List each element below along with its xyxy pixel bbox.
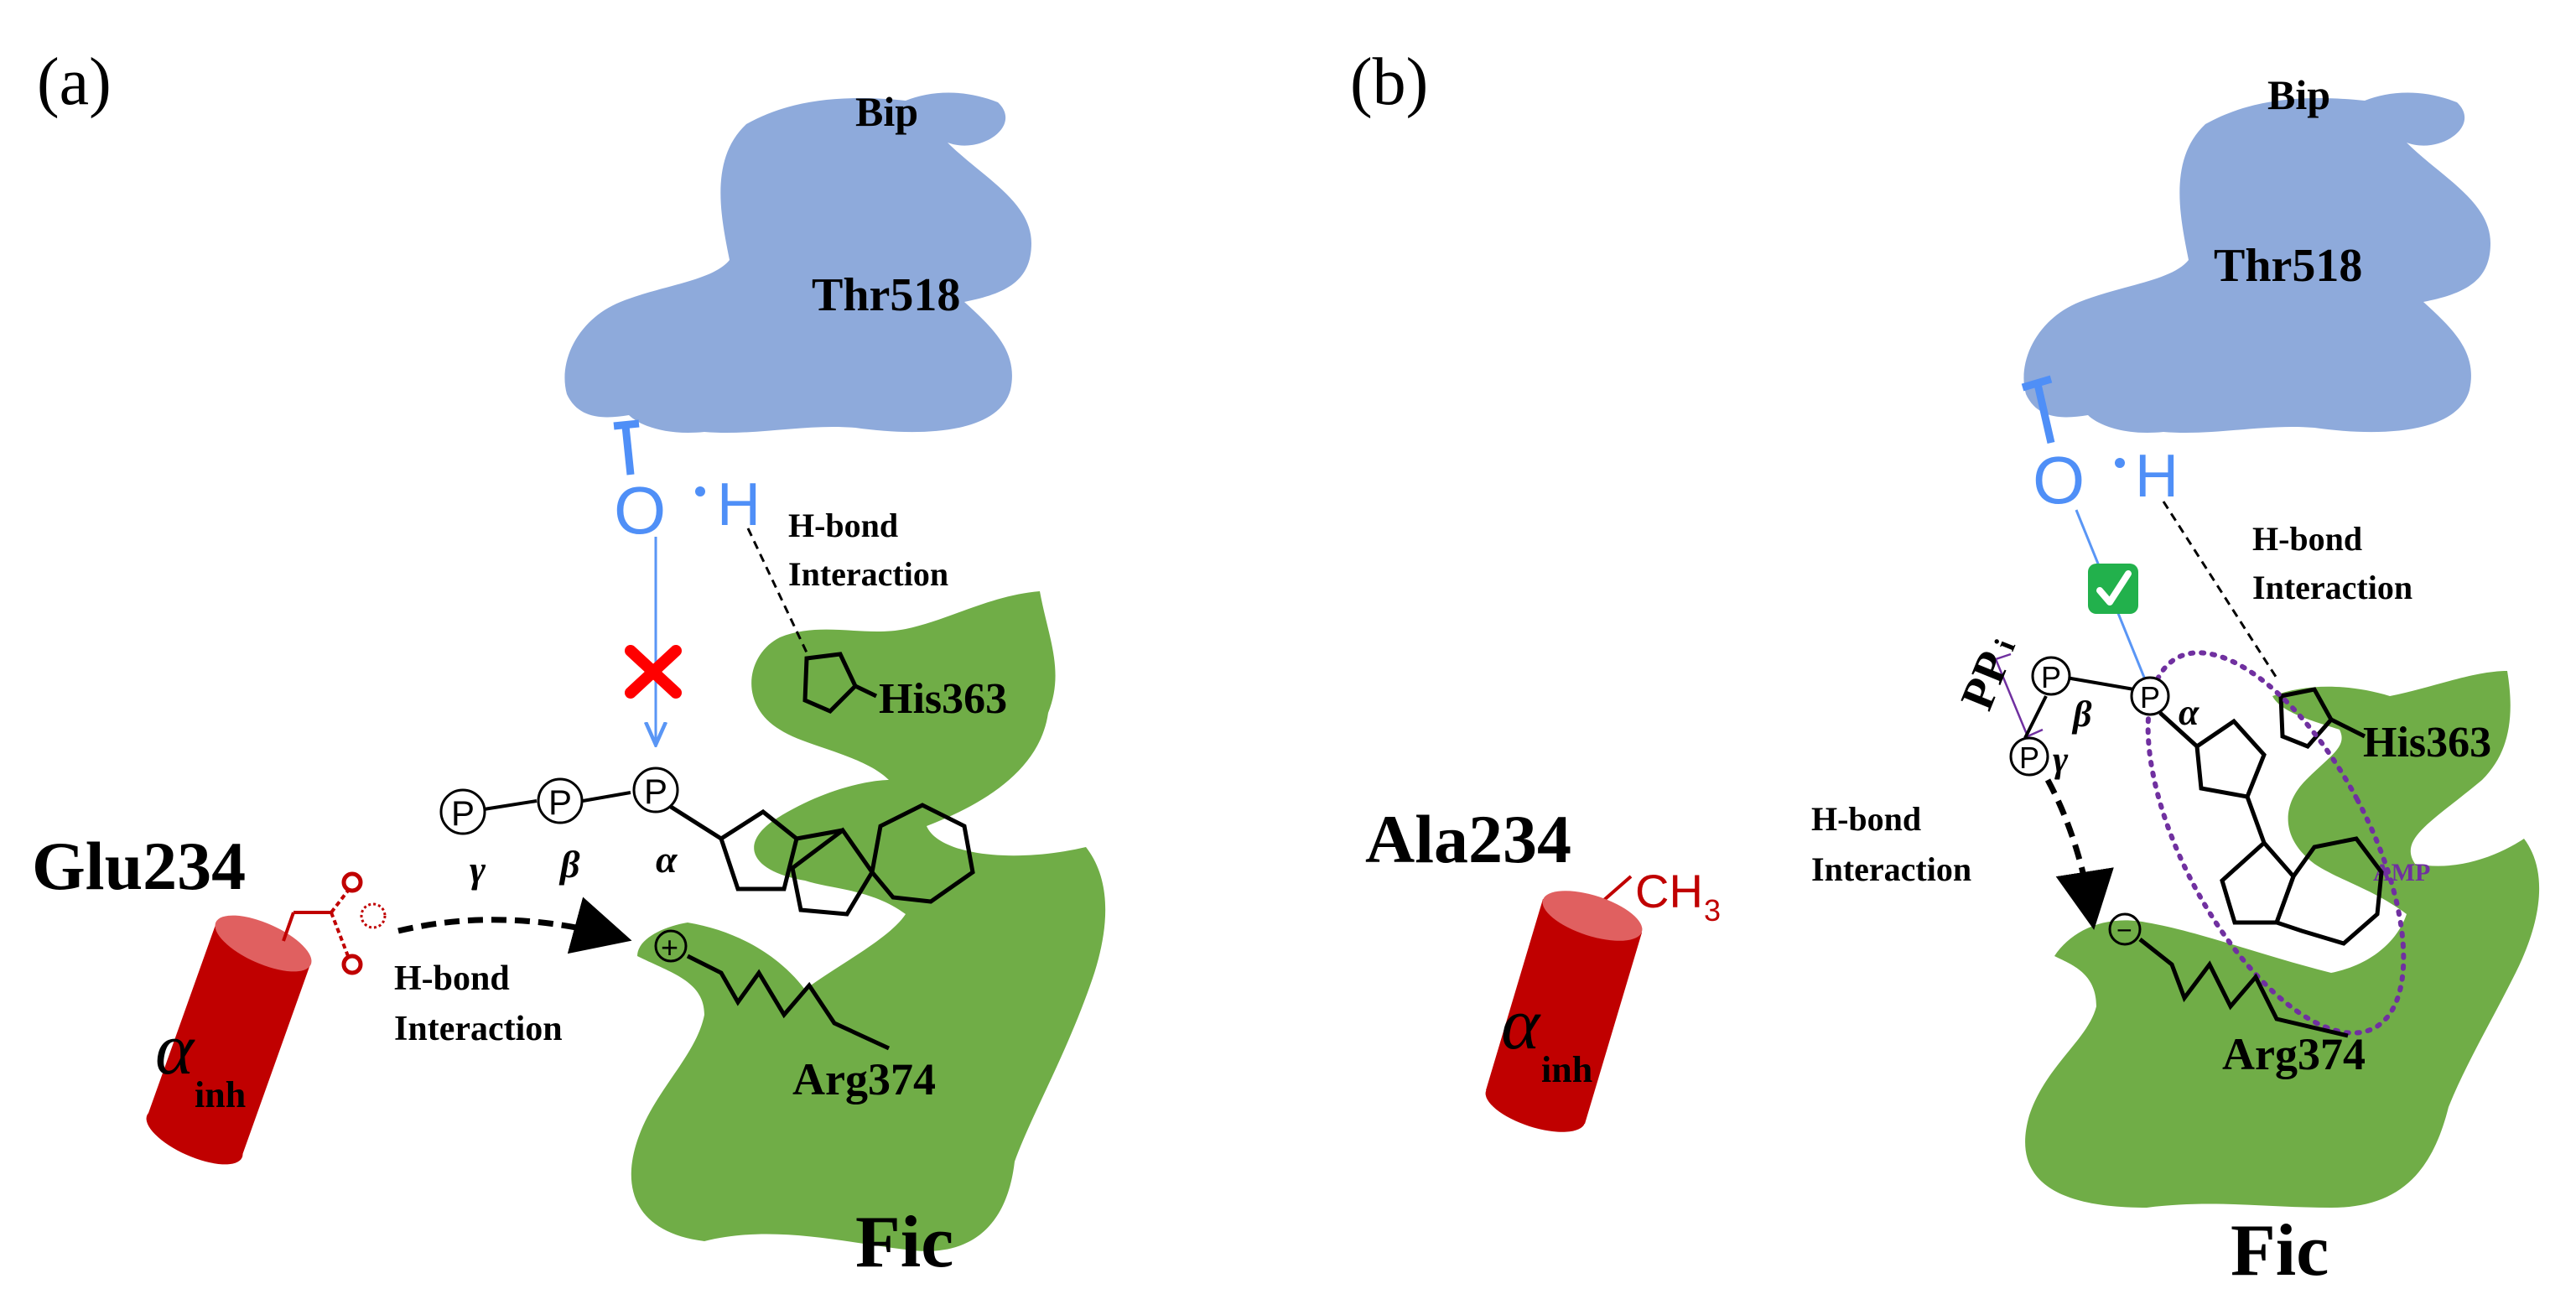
thr518-label-b: Thr518 (2214, 240, 2362, 292)
fic-protein-shape-b (2025, 671, 2540, 1208)
hbond-arrow-to-arg (397, 897, 632, 954)
his363-label: His363 (879, 675, 1007, 723)
hbond-label-line2: Interaction (788, 555, 948, 593)
beta-label: β (558, 843, 580, 886)
helix-subscript: inh (195, 1074, 246, 1115)
oh-bond (621, 425, 635, 476)
oh-bond-cap (613, 419, 640, 430)
fic-label-b: Fic (2231, 1210, 2329, 1292)
panel-a-label: (a) (37, 45, 112, 119)
panel-b: (b) Bip Thr518 Fic O H H-bond Interactio… (1350, 45, 2540, 1292)
oh-oxygen-b: O (2033, 443, 2085, 517)
fic-protein-shape (631, 591, 1106, 1251)
panel-b-label: (b) (1350, 45, 1428, 119)
hbond2-label-line2: Interaction (394, 1010, 563, 1048)
glu234-label: Glu234 (32, 828, 246, 904)
amp-highlight-ellipse (2145, 650, 2407, 1036)
bip-protein-shape (564, 92, 1031, 434)
phosphate-gamma-b (2009, 736, 2049, 777)
oh-bond-b (2033, 382, 2055, 444)
bip-label-b: Bip (2267, 71, 2330, 118)
hbond2-label-b-line1: H-bond (1811, 800, 1921, 838)
triphosphate: P P P γ β α (439, 767, 679, 891)
bip-label: Bip (855, 88, 918, 135)
oh-bond-cap-b (2021, 375, 2053, 392)
oh-oxygen: O (614, 473, 666, 548)
hbond-label-b-line2: Interaction (2252, 569, 2412, 606)
gamma-label: γ (470, 848, 486, 891)
oh-hydrogen: H (717, 471, 761, 538)
triphosphate-b: P P P β α γ (2009, 656, 2199, 780)
hbond2-label-b-line2: Interaction (1811, 850, 1971, 888)
plus-charge: + (661, 930, 678, 964)
oh-dot (695, 486, 705, 496)
hbond-label-line1: H-bond (788, 507, 898, 544)
arg374-side-chain: + (654, 929, 891, 1051)
hbond-arrow-to-arg-b (2044, 778, 2114, 930)
alpha-inh-helix-b: α inh (1485, 891, 1643, 1132)
minus-charge-icon (2108, 912, 2142, 946)
oh-hydrogen-b: H (2135, 443, 2179, 510)
methyl-subscript: 3 (1704, 893, 1721, 928)
fic-label: Fic (855, 1202, 953, 1283)
helix-alpha-symbol-b: α (1501, 984, 1541, 1065)
ppi-bracket (1994, 652, 2044, 738)
methyl-label: CH (1635, 865, 1703, 917)
cross-icon (625, 645, 682, 699)
phosphate-alpha (632, 767, 679, 813)
arg374-side-chain-b: − (2108, 912, 2349, 1038)
bip-protein-shape-b (2023, 92, 2490, 434)
oh-dot-b (2115, 458, 2125, 468)
panel-a: (a) Bip Thr518 Fic O H H-bond Interactio… (32, 45, 1106, 1283)
hbond-dashed-line-b (2162, 501, 2279, 680)
amp-rings-b (2158, 711, 2384, 946)
his363-ring (802, 652, 859, 714)
his363-label-b: His363 (2363, 719, 2491, 767)
phosphate-beta-b (2031, 656, 2071, 696)
alpha-label: α (656, 838, 678, 881)
amp-rings (669, 803, 975, 917)
phosphate-beta-label: P (548, 782, 572, 822)
beta-label-b: β (2071, 694, 2092, 735)
checkmark-icon (2088, 564, 2138, 614)
his363-bond-b (2329, 717, 2366, 739)
minus-charge: − (2116, 915, 2132, 945)
phosphate-beta-label-b: P (2041, 660, 2061, 694)
carboxylate-group (282, 871, 387, 975)
arg374-label: Arg374 (792, 1054, 936, 1104)
his363-bond (854, 683, 878, 699)
arg374-label-b: Arg374 (2222, 1029, 2366, 1079)
helix-alpha-symbol: α (155, 1009, 195, 1090)
hbond-label-b-line1: H-bond (2252, 520, 2362, 558)
hbond2-label-line1: H-bond (394, 959, 510, 998)
hbond-dashed-line (746, 528, 808, 653)
plus-charge-icon (654, 929, 688, 963)
helix-subscript-b: inh (1541, 1049, 1592, 1090)
phosphate-gamma-label: P (451, 793, 475, 833)
alpha-inh-helix: α inh (146, 915, 312, 1165)
ala234-label: Ala234 (1365, 801, 1571, 877)
phosphate-alpha-label-b: P (2140, 680, 2160, 715)
alpha-label-b: α (2179, 692, 2199, 733)
phosphate-gamma (439, 788, 486, 835)
thr518-label: Thr518 (812, 269, 960, 321)
phosphate-alpha-b (2130, 676, 2170, 716)
phosphate-alpha-label: P (644, 772, 667, 811)
ppi-subscript: i (1987, 635, 2022, 655)
gamma-label-b: γ (2053, 739, 2069, 780)
his363-ring-b (2278, 687, 2334, 749)
phosphate-gamma-label-b: P (2019, 741, 2039, 775)
phosphate-beta (537, 777, 584, 824)
